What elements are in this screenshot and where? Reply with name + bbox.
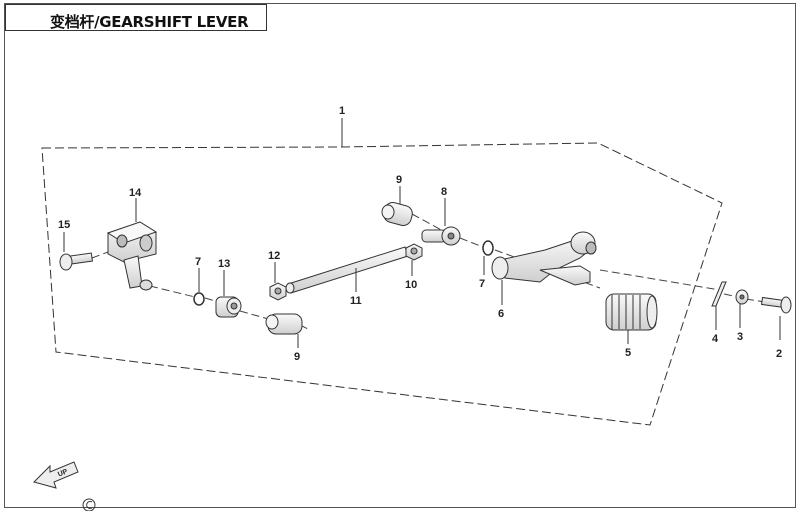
callout-6: 6	[498, 308, 504, 320]
washer-3-part	[735, 289, 749, 328]
shift-rod-part	[285, 246, 409, 294]
callout-4: 4	[712, 333, 719, 345]
pin-2-part	[760, 296, 792, 340]
copyright-mark-icon	[82, 498, 96, 511]
callout-1: 1	[339, 105, 345, 117]
ball-joint-9-lower-part	[265, 313, 303, 348]
callout-3: 3	[737, 331, 743, 343]
washer-4-part	[711, 281, 727, 330]
page-title: 变档杆/GEARSHIFT LEVER	[50, 13, 249, 31]
callout-7-left: 7	[195, 256, 201, 268]
callout-11: 11	[350, 295, 362, 307]
callout-9-lower: 9	[294, 351, 300, 363]
ball-joint-13-part	[215, 270, 242, 318]
rod-end-8-part	[421, 198, 461, 246]
callout-10: 10	[405, 279, 417, 291]
callout-8: 8	[441, 186, 447, 198]
ball-joint-9-upper-part	[381, 186, 413, 226]
callout-15: 15	[58, 219, 70, 231]
callout-13: 13	[218, 258, 230, 270]
callout-2: 2	[776, 348, 782, 360]
shift-pedal-part	[491, 231, 597, 305]
o-ring-left-part	[193, 268, 205, 306]
callout-5: 5	[625, 347, 631, 359]
callout-14: 14	[129, 187, 142, 199]
diagram-frame	[4, 3, 796, 508]
shift-arm-part	[106, 198, 158, 291]
title-box: 变档杆/GEARSHIFT LEVER	[5, 4, 267, 31]
pedal-rubber-part	[605, 293, 658, 344]
nut-12-part	[269, 262, 287, 301]
o-ring-right-part	[482, 240, 494, 275]
nut-10-part	[405, 243, 423, 276]
orientation-arrow-label: UP	[57, 468, 69, 478]
callout-7-right: 7	[479, 278, 485, 290]
callout-12: 12	[268, 250, 280, 262]
assembly-boundary	[41, 142, 723, 426]
orientation-arrow-icon: UP	[33, 461, 79, 489]
callout-9-upper: 9	[396, 174, 402, 186]
bolt-part	[59, 232, 93, 271]
